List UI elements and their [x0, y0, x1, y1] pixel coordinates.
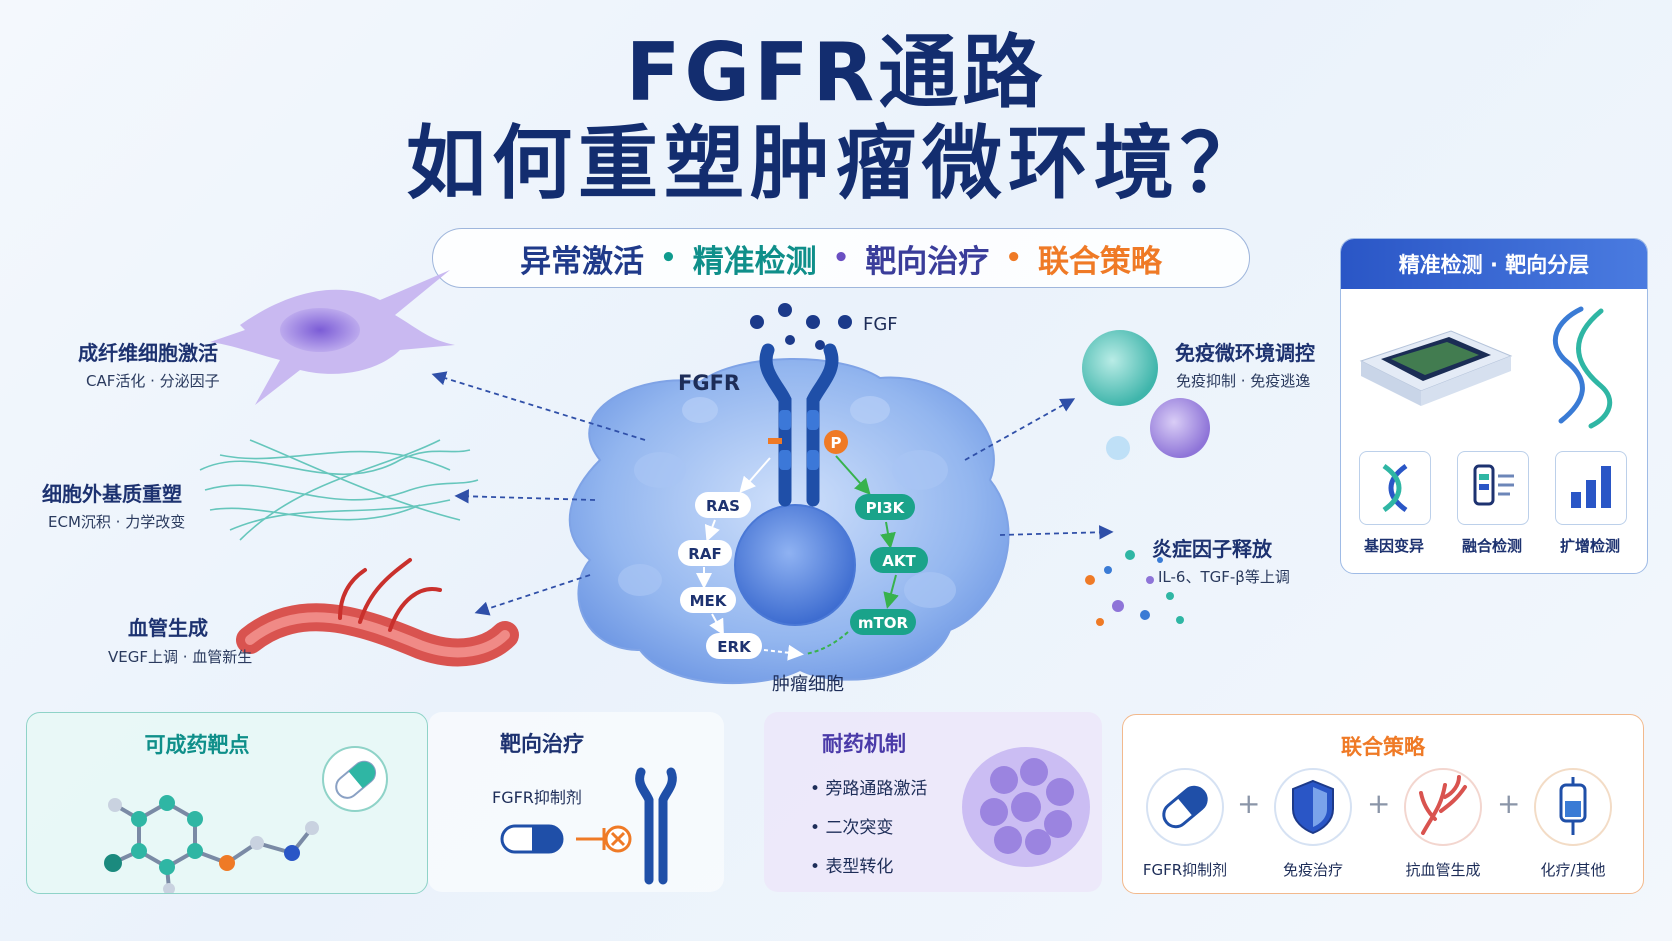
druggable-panel: 可成药靶点 — [26, 712, 428, 894]
phospho-label: P — [831, 434, 842, 452]
combo-title: 联合策略 — [1341, 735, 1425, 759]
effect-immune-sub: 免疫抑制 · 免疫逃逸 — [1176, 372, 1311, 390]
fibroblast-illustration — [210, 270, 455, 405]
combo-label-chemo: 化疗/其他 — [1540, 861, 1606, 879]
mapk-node-mek: MEK — [680, 587, 736, 613]
svg-text:ERK: ERK — [717, 638, 752, 656]
subtitle-keyword-3: 靶向治疗 — [865, 243, 990, 280]
combo-immuno-icon — [1274, 768, 1352, 846]
effect-fibroblast-sub: CAF活化 · 分泌因子 — [86, 372, 220, 390]
sequencer-dna-illustration — [1359, 306, 1613, 429]
immune-cells-illustration — [1082, 330, 1210, 460]
targeted-title: 靶向治疗 — [500, 732, 584, 756]
molecule-illustration — [104, 746, 388, 893]
combo-chemo-icon — [1534, 768, 1612, 846]
subtitle-keyword-4: 联合策略 — [1037, 243, 1162, 280]
subtitle-keyword-2: 精准检测 — [692, 243, 817, 280]
combo-icons — [1146, 768, 1612, 846]
fusion-test-icon — [1473, 464, 1514, 506]
fgf-ligands — [750, 303, 852, 350]
resistance-title: 耐药机制 — [822, 732, 906, 756]
fgf-label: FGF — [863, 314, 898, 335]
plus-2: + — [1367, 787, 1391, 820]
page-title-line1: FGFR通路 — [625, 26, 1047, 119]
resistance-panel: 耐药机制 • 旁路通路激活 • 二次突变 • 表型转化 — [764, 712, 1102, 892]
plus-3: + — [1497, 787, 1521, 820]
detection-label-amp: 扩增检测 — [1559, 537, 1620, 555]
fgfr-receptor — [759, 343, 839, 507]
capsule-icon — [322, 746, 388, 812]
detection-label-gene: 基因变异 — [1363, 537, 1424, 555]
subtitle-pill: 异常激活 • 精准检测 • 靶向治疗 • 联合策略 — [432, 228, 1250, 288]
blood-vessel-illustration — [236, 558, 519, 667]
targeted-drug-label: FGFR抑制剂 — [492, 788, 582, 807]
svg-text:AKT: AKT — [882, 552, 916, 570]
detection-panel: 精准检测 · 靶向分层 — [1340, 238, 1648, 574]
svg-text:RAS: RAS — [706, 497, 740, 515]
svg-text:RAF: RAF — [688, 545, 721, 563]
combo-angio-icon — [1404, 768, 1482, 846]
tumor-cell-label: 肿瘤细胞 — [772, 674, 844, 695]
resistance-bullet-2: • 二次突变 — [810, 818, 894, 838]
subtitle-dot-3: • — [1005, 243, 1022, 273]
resistance-bullet-3: • 表型转化 — [810, 857, 894, 877]
subtitle-dot-2: • — [832, 243, 850, 273]
bar-chart-icon — [1571, 466, 1611, 508]
cytokine-dots — [1085, 550, 1184, 626]
combo-label-angio: 抗血管生成 — [1405, 861, 1481, 879]
effect-angio-sub: VEGF上调 · 血管新生 — [108, 648, 253, 666]
svg-text:mTOR: mTOR — [858, 614, 909, 632]
plus-1: + — [1237, 787, 1261, 820]
receptor-icon — [635, 767, 677, 885]
effect-inflam-sub: IL-6、TGF-β等上调 — [1158, 568, 1290, 586]
dna-icon — [1382, 463, 1408, 513]
effect-ecm-sub: ECM沉积 · 力学改变 — [48, 513, 186, 531]
nucleus — [734, 504, 856, 626]
effect-angio-title: 血管生成 — [128, 616, 208, 640]
resistance-bullet-1: • 旁路通路激活 — [810, 779, 928, 799]
mapk-node-raf: RAF — [678, 540, 732, 566]
ecm-fibers-illustration — [199, 439, 479, 541]
akt-node: AKT — [870, 547, 928, 573]
detection-card-amp — [1555, 451, 1627, 525]
mapk-node-ras: RAS — [695, 492, 751, 518]
effect-inflam-title: 炎症因子释放 — [1152, 537, 1272, 561]
effect-ecm-title: 细胞外基质重塑 — [42, 482, 182, 506]
detection-card-fusion — [1457, 451, 1529, 525]
druggable-title: 可成药靶点 — [144, 733, 250, 757]
detection-label-fusion: 融合检测 — [1461, 537, 1522, 555]
resistant-cell-cluster — [962, 747, 1090, 867]
dna-helix-icon — [1552, 306, 1613, 429]
effect-arrows — [431, 371, 1114, 616]
inhibitor-capsule-icon — [500, 824, 564, 854]
tumor-cell — [568, 357, 1010, 685]
subtitle-keyword-1: 异常激活 — [520, 243, 645, 280]
svg-text:PI3K: PI3K — [866, 499, 906, 517]
combo-label-immuno: 免疫治疗 — [1282, 861, 1343, 879]
mapk-node-erk: ERK — [706, 633, 762, 659]
combo-label-inhibitor: FGFR抑制剂 — [1142, 861, 1228, 879]
mtor-node: mTOR — [850, 609, 916, 635]
svg-text:MEK: MEK — [690, 592, 728, 610]
inhibitor-illustration — [500, 767, 677, 885]
pi3k-node: PI3K — [855, 494, 915, 520]
effect-immune-title: 免疫微环境调控 — [1175, 341, 1315, 365]
fgfr-label: FGFR — [678, 371, 740, 395]
detection-card-gene — [1359, 451, 1431, 525]
page-title-line2: 如何重塑肿瘤微环境？ — [406, 117, 1266, 210]
combo-panel: 联合策略 + + + FGFR抑制剂 免疫治疗 抗血管生成 化 — [1122, 714, 1644, 894]
combo-inhibitor-icon — [1146, 768, 1224, 846]
detection-panel-title: 精准检测 · 靶向分层 — [1341, 239, 1647, 289]
phospho-icon — [824, 430, 848, 454]
sequencer-icon — [1359, 330, 1513, 406]
subtitle-dot-1: • — [660, 243, 677, 273]
effect-fibroblast-title: 成纤维细胞激活 — [78, 341, 218, 365]
targeted-panel: 靶向治疗 FGFR抑制剂 — [428, 712, 724, 892]
